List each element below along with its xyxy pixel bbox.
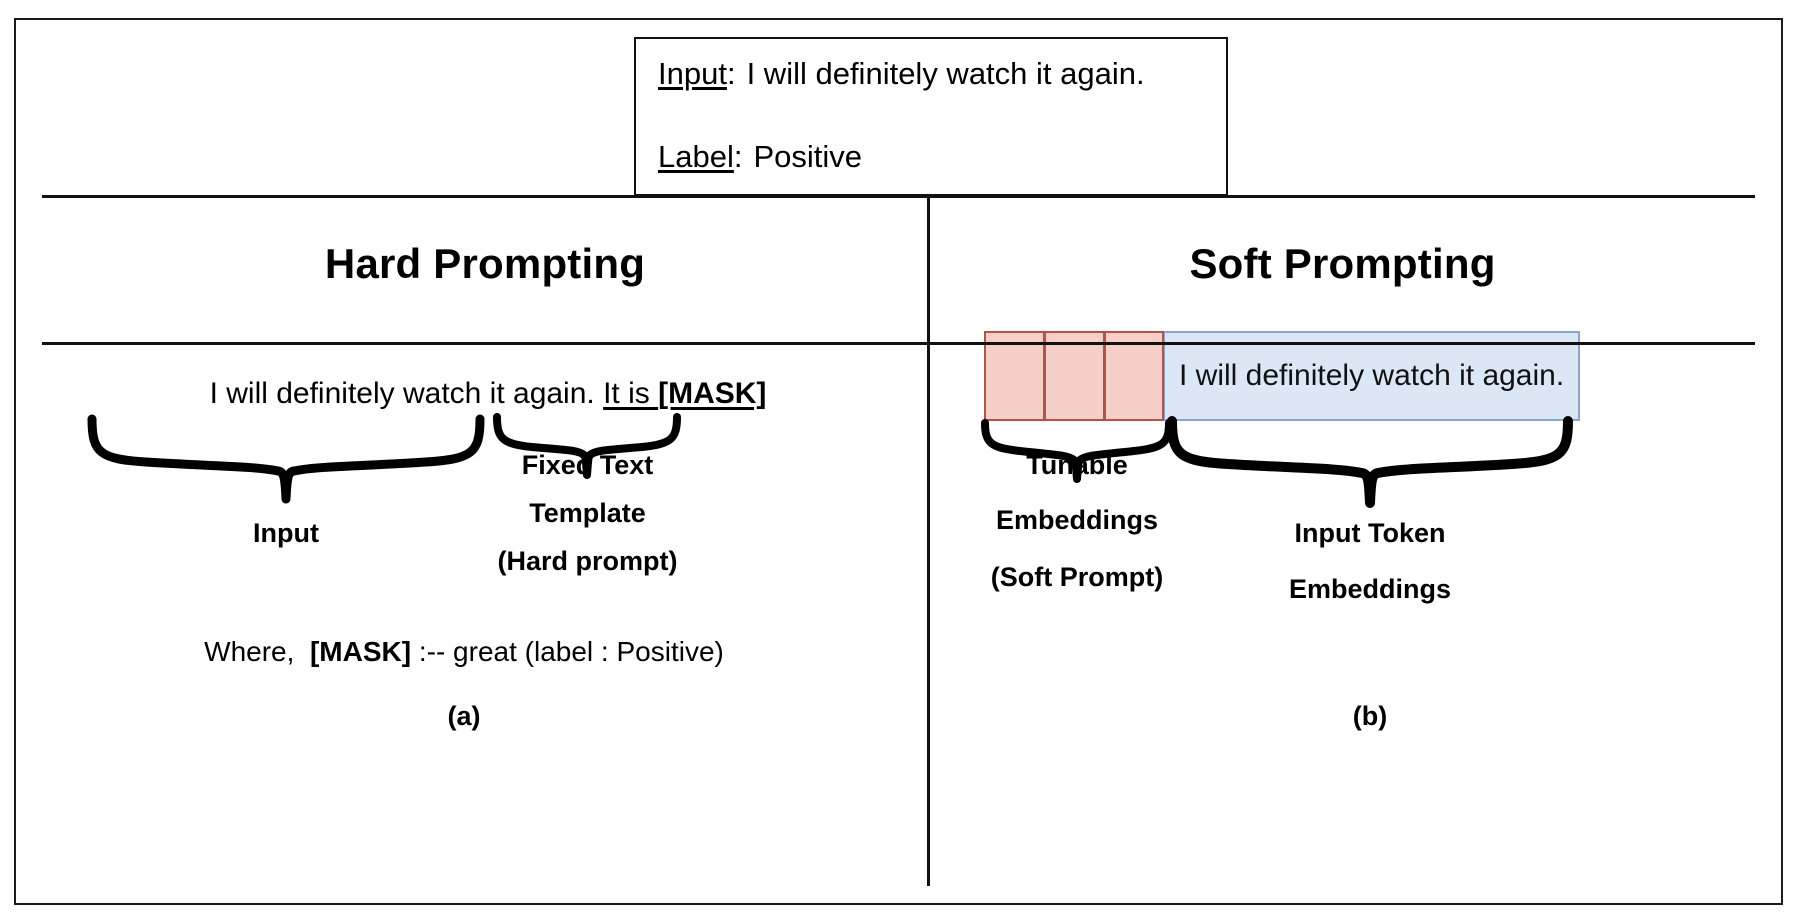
caption-panel-b: (b) (1352, 701, 1388, 731)
example-label-label: Label (658, 139, 734, 174)
brace-label-input: Input (253, 518, 319, 548)
example-input-label: Input (658, 56, 727, 91)
brace-label-tunable-1: Tunable (1026, 450, 1128, 480)
brace-label-template-1: Fixed Text (521, 450, 654, 480)
input-token-embedding-cell: I will definitely watch it again. (1164, 331, 1581, 421)
tunable-embedding-cell (1104, 331, 1164, 421)
hard-prompt-template-text: It is (603, 377, 659, 410)
soft-prompt-token-strip: I will definitely watch it again. (984, 331, 1581, 421)
tunable-embedding-cell (984, 331, 1044, 421)
hard-prompt-mask-token: [MASK] (658, 377, 767, 410)
brace-template (492, 413, 682, 483)
example-box: Input:I will definitely watch it again. … (634, 37, 1228, 196)
panel-hard-prompting: I will definitely watch it again. It is … (42, 343, 928, 886)
hard-prompt-input-text: I will definitely watch it again. (209, 377, 595, 410)
caption-panel-a: (a) (447, 701, 481, 731)
brace-input-token-embeddings (1166, 415, 1574, 509)
brace-label-tunable-3: (Soft Prompt) (990, 562, 1164, 592)
divider-bottom-horizontal (42, 342, 1755, 345)
example-row-input: Input: I will definitely watch it again. (658, 57, 1145, 91)
heading-hard-prompting: Hard Prompting (324, 240, 646, 287)
brace-input (86, 413, 486, 505)
divider-top-horizontal (42, 195, 1755, 198)
where-suffix: :-- great (label : Positive) (418, 636, 724, 667)
where-prefix: Where, (204, 636, 295, 667)
example-input-separator: : (726, 56, 736, 91)
brace-label-input-token-1: Input Token (1294, 518, 1446, 548)
brace-label-template-3: (Hard prompt) (497, 546, 678, 576)
brace-label-template-2: Template (529, 498, 646, 528)
example-label-separator: : (733, 139, 743, 174)
example-input-value: I will definitely watch it again. (746, 56, 1145, 91)
heading-soft-prompting: Soft Prompting (1189, 240, 1496, 287)
where-mask-token: [MASK] (309, 636, 412, 667)
divider-vertical (927, 196, 930, 886)
tunable-embedding-cells (984, 331, 1164, 421)
brace-label-tunable-2: Embeddings (995, 505, 1158, 535)
input-token-embedding-text: I will definitely watch it again. (1179, 359, 1565, 392)
hard-prompt-line: I will definitely watch it again. It is … (88, 376, 888, 412)
brace-tunable-embeddings (980, 419, 1175, 485)
example-label-value: Positive (753, 139, 863, 174)
example-row-label: Label: Positive (658, 140, 862, 174)
hard-prompt-where-line: Where, [MASK] :-- great (label : Positiv… (84, 635, 844, 669)
panel-soft-prompting: I will definitely watch it again. Tunabl… (930, 331, 1755, 886)
brace-label-input-token-2: Embeddings (1288, 574, 1451, 604)
tunable-embedding-cell (1044, 331, 1104, 421)
